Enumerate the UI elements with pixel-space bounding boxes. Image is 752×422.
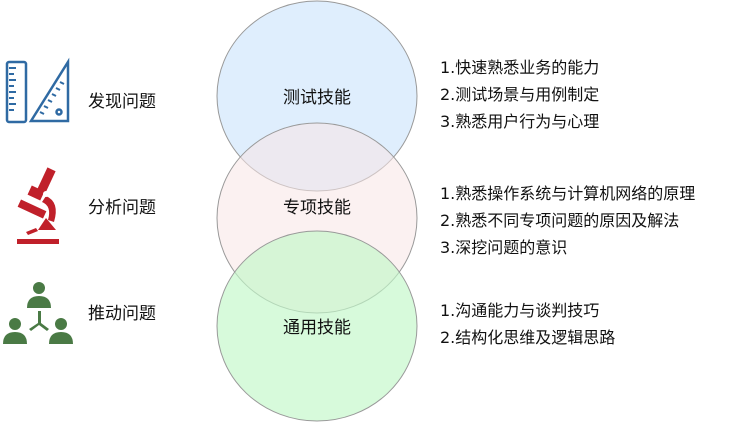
- list-item: 1.快速熟悉业务的能力: [440, 58, 600, 77]
- list-item: 2.结构化思维及逻辑思路: [440, 328, 616, 347]
- team-network-icon: [3, 282, 73, 344]
- microscope-icon: [17, 167, 59, 244]
- list-item: 1.沟通能力与谈判技巧: [440, 301, 600, 320]
- row-label: 分析问题: [88, 198, 156, 218]
- row-label: 推动问题: [88, 304, 156, 324]
- list-item: 3.深挖问题的意识: [440, 238, 568, 257]
- row-label: 发现问题: [88, 92, 156, 112]
- list-item: 2.测试场景与用例制定: [440, 85, 600, 104]
- list-item: 1.熟悉操作系统与计算机网络的原理: [440, 184, 696, 203]
- list-item: 2.熟悉不同专项问题的原因及解法: [440, 211, 680, 230]
- list-testing-skills: 1.快速熟悉业务的能力 2.测试场景与用例制定 3.熟悉用户行为与心理: [440, 54, 599, 135]
- circle-general-skills: [216, 230, 418, 422]
- ruler-triangle-icon: [5, 57, 70, 124]
- list-specialized-skills: 1.熟悉操作系统与计算机网络的原理 2.熟悉不同专项问题的原因及解法 3.深挖问…: [440, 180, 695, 261]
- skill-label: 测试技能: [283, 88, 351, 108]
- list-general-skills: 1.沟通能力与谈判技巧 2.结构化思维及逻辑思路: [440, 297, 615, 351]
- skill-label: 通用技能: [283, 318, 351, 338]
- list-item: 3.熟悉用户行为与心理: [440, 112, 600, 131]
- skill-label: 专项技能: [283, 198, 351, 218]
